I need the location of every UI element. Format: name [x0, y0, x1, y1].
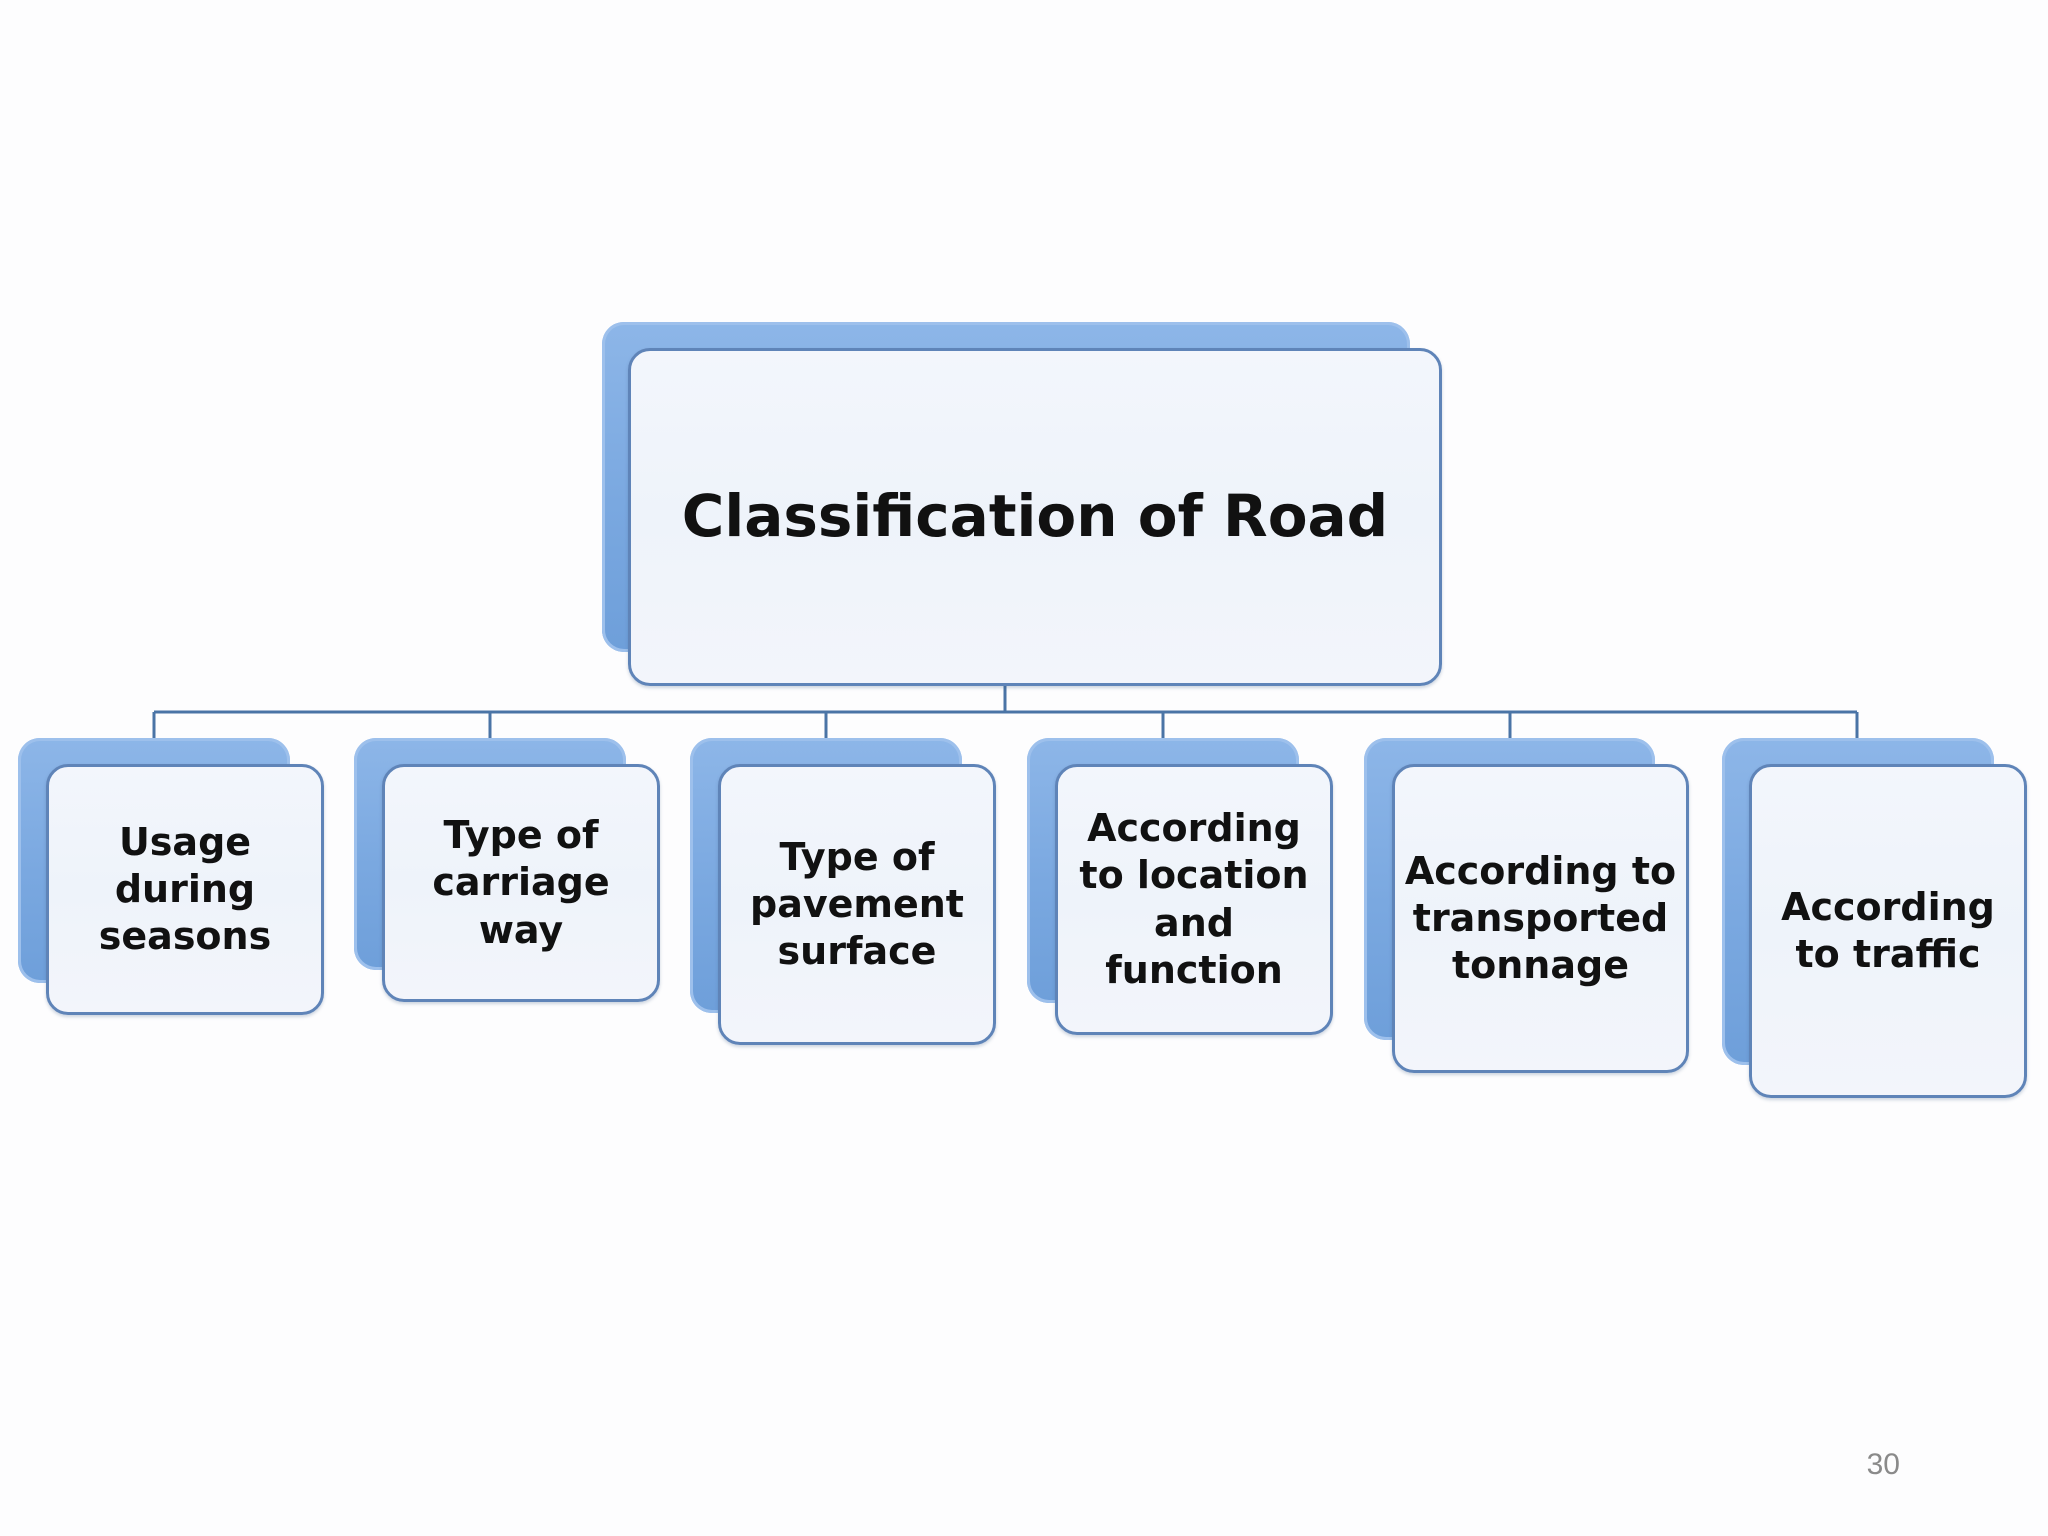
- child-node-label: According to traffic: [1781, 884, 1995, 976]
- child-node-label: Type of pavement surface: [750, 834, 964, 974]
- child-node-box: Usage during seasons: [46, 764, 324, 1015]
- child-node-label: According to transported tonnage: [1404, 848, 1677, 988]
- child-node-label: According to location and function: [1079, 806, 1309, 992]
- root-node-label: Classification of Road: [681, 482, 1389, 551]
- child-node-box: According to location and function: [1055, 764, 1333, 1035]
- child-node-box: According to traffic: [1749, 764, 2027, 1098]
- root-node-box: Classification of Road: [628, 348, 1442, 686]
- child-node-box: Type of pavement surface: [718, 764, 996, 1045]
- child-node-label: Usage during seasons: [98, 819, 272, 959]
- page-number: 30: [1866, 1448, 1900, 1481]
- child-node-label: Type of carriage way: [432, 813, 610, 952]
- child-node-box: Type of carriage way: [382, 764, 660, 1002]
- child-node-box: According to transported tonnage: [1392, 764, 1689, 1073]
